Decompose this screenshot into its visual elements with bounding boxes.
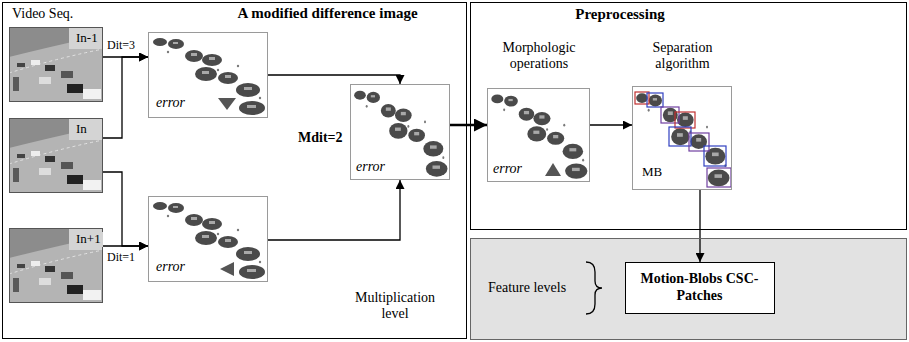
- connector: [268, 75, 400, 84]
- preprocessing-panel: PreprocessingMorphologic operationserror…: [470, 2, 907, 230]
- difference-image: error: [148, 32, 268, 118]
- difference-picture: [153, 38, 265, 115]
- error-pointer: [220, 262, 234, 276]
- difference-picture: [153, 202, 265, 279]
- frame-label: In+1: [74, 232, 103, 247]
- connector: [103, 172, 148, 246]
- error-label: error: [156, 95, 185, 111]
- connector: [103, 245, 148, 246]
- box-label: Motion-Blobs CSC-Patches: [633, 271, 767, 303]
- video-frame: In: [9, 118, 103, 193]
- error-pointer: [545, 163, 561, 176]
- blob-box: [669, 127, 691, 146]
- video-frame-picture: [9, 27, 103, 102]
- blob-box: [689, 133, 709, 151]
- connector: [450, 124, 487, 127]
- blob-label: MB: [642, 165, 662, 180]
- blob-box: [675, 112, 695, 128]
- error-label: error: [156, 259, 185, 275]
- blob-box: [707, 168, 731, 187]
- connector: [103, 57, 148, 138]
- video-frame-picture: [9, 118, 103, 193]
- feature-box: Motion-Blobs CSC-Patches: [625, 262, 775, 314]
- connector: [590, 124, 632, 125]
- error-label: error: [356, 159, 385, 175]
- panel-title: A modified difference image: [195, 5, 460, 22]
- morphology-image: Morphologic operationserror: [487, 88, 590, 182]
- blob-box: [704, 146, 726, 166]
- edge-label: Dit=3: [106, 39, 136, 53]
- image-label: Mdit=2: [298, 130, 343, 146]
- panel-title: Preprocessing: [560, 6, 680, 23]
- separation-image: Separation algorithmMB: [632, 86, 732, 190]
- step-label: Multiplication level: [345, 290, 445, 322]
- error-pointer: [218, 98, 236, 110]
- frame-label: In-1: [74, 31, 100, 46]
- video-frame: In+1: [9, 228, 103, 303]
- separation-picture: [636, 93, 729, 186]
- video-frame: In-1: [9, 27, 103, 102]
- connector: [699, 190, 700, 262]
- difference-image-panel: A modified difference imageIn-1InIn+1 err…: [2, 2, 467, 339]
- morphology-picture: [491, 95, 587, 179]
- step-label: Morphologic operations: [484, 40, 594, 72]
- frame-label: In: [74, 122, 89, 137]
- feature-panel-ground: [470, 238, 907, 340]
- video-frame-picture: [9, 228, 103, 303]
- error-label: error: [493, 161, 522, 177]
- edge-label: Dit=1: [106, 251, 136, 265]
- difference-picture: [354, 91, 447, 177]
- feature-panel: Feature levels Motion-Blobs CSC-Patches: [470, 238, 907, 340]
- blob-box: [661, 107, 679, 123]
- modified-difference-image: Mdit=2error: [350, 84, 450, 180]
- brace: [586, 262, 602, 314]
- connector: [268, 180, 400, 240]
- blob-box: [647, 93, 663, 107]
- difference-image: error: [148, 196, 268, 282]
- column-label: Video Seq.: [12, 6, 73, 22]
- step-label: Separation algorithm: [635, 40, 730, 72]
- panel-label: Feature levels: [488, 280, 566, 296]
